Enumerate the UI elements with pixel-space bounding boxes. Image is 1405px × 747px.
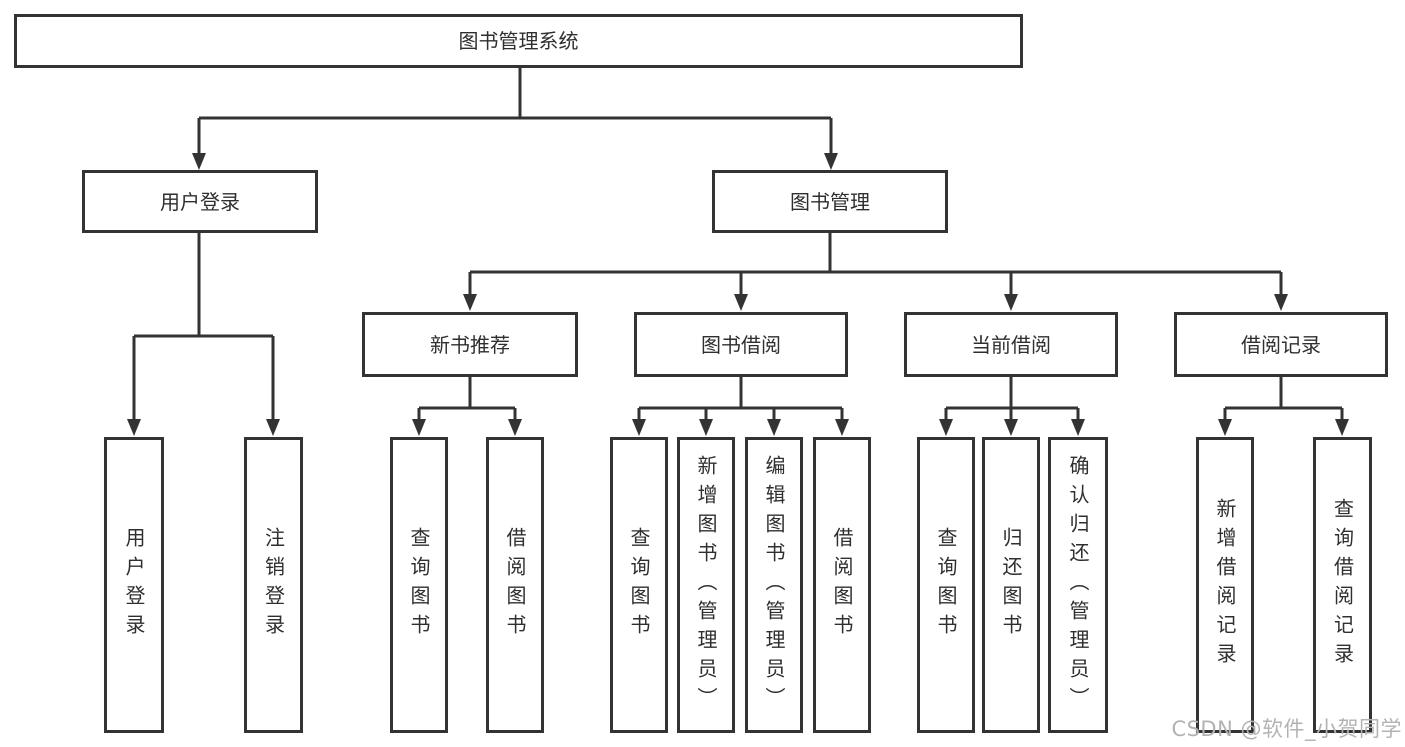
leaf-borrow-edit-books-admin: 编辑图书（管理员）: [745, 437, 803, 733]
node-borrow-records-label: 借阅记录: [1241, 332, 1321, 357]
leaf-logout: 注销登录: [244, 437, 303, 733]
node-book-borrow-label: 图书借阅: [701, 332, 781, 357]
node-book-management-system: 图书管理系统: [14, 14, 1023, 68]
leaf-borrow-add-books-admin: 新增图书（管理员）: [677, 437, 735, 733]
leaf-current-query-books: 查询图书: [917, 437, 975, 733]
leaf-records-add-record: 新增借阅记录: [1196, 437, 1254, 733]
leaf-recommend-borrow-books: 借阅图书: [486, 437, 544, 733]
node-book-management-branch-label: 图书管理: [790, 189, 870, 214]
leaf-user-login: 用户登录: [104, 437, 164, 733]
node-current-borrow: 当前借阅: [904, 312, 1118, 377]
leaf-borrow-borrow-books: 借阅图书: [813, 437, 871, 733]
leaf-current-return-books-label: 归还图书: [999, 527, 1023, 643]
node-book-management-system-label: 图书管理系统: [458, 29, 579, 53]
node-book-management-branch: 图书管理: [712, 170, 948, 233]
leaf-recommend-borrow-books-label: 借阅图书: [503, 527, 527, 643]
leaf-current-confirm-return-admin-label: 确认归还（管理员）: [1066, 454, 1090, 716]
leaf-borrow-add-books-admin-label: 新增图书（管理员）: [694, 454, 718, 716]
leaf-user-login-label: 用户登录: [122, 527, 146, 643]
node-book-borrow: 图书借阅: [634, 312, 848, 377]
leaf-recommend-query-books-label: 查询图书: [407, 527, 431, 643]
leaf-current-query-books-label: 查询图书: [934, 527, 958, 643]
leaf-recommend-query-books: 查询图书: [390, 437, 448, 733]
node-user-login-branch-label: 用户登录: [160, 189, 240, 214]
leaf-records-query-record-label: 查询借阅记录: [1330, 498, 1355, 672]
csdn-watermark: CSDN @软件_小贺同学: [1171, 717, 1402, 741]
leaf-logout-label: 注销登录: [261, 527, 286, 643]
leaf-records-add-record-label: 新增借阅记录: [1213, 498, 1237, 672]
node-new-book-recommend: 新书推荐: [362, 312, 578, 377]
leaf-borrow-query-books: 查询图书: [610, 437, 668, 733]
leaf-borrow-edit-books-admin-label: 编辑图书（管理员）: [762, 454, 786, 716]
node-new-book-recommend-label: 新书推荐: [430, 332, 510, 357]
leaf-borrow-query-books-label: 查询图书: [627, 527, 651, 643]
leaf-current-return-books: 归还图书: [982, 437, 1040, 733]
node-current-borrow-label: 当前借阅: [971, 332, 1051, 357]
leaf-records-query-record: 查询借阅记录: [1313, 437, 1372, 733]
leaf-current-confirm-return-admin: 确认归还（管理员）: [1048, 437, 1108, 733]
node-user-login-branch: 用户登录: [82, 170, 318, 233]
leaf-borrow-borrow-books-label: 借阅图书: [830, 527, 854, 643]
node-borrow-records: 借阅记录: [1174, 312, 1388, 377]
